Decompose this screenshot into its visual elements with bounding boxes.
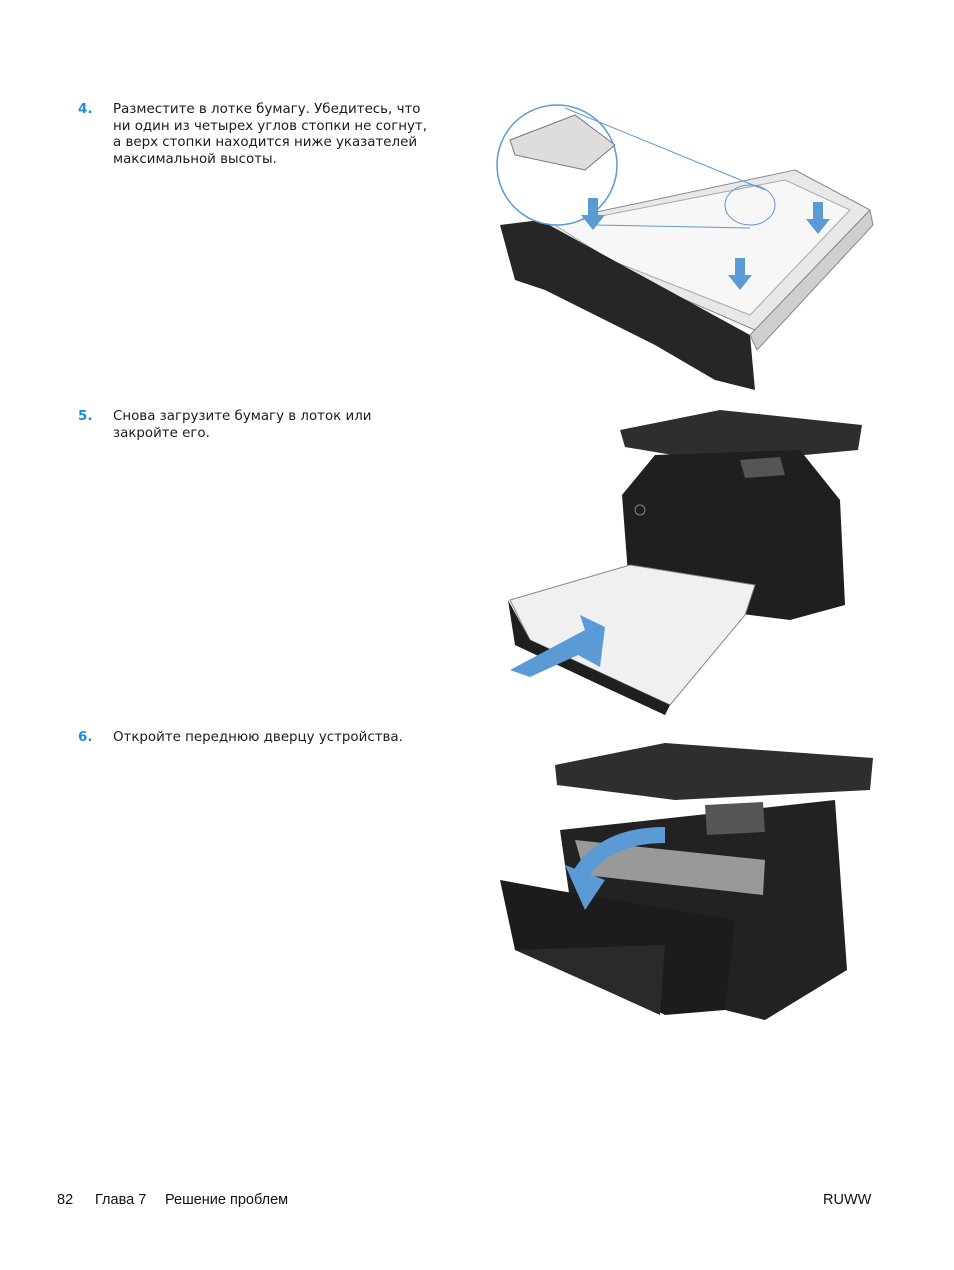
- text-line: закройте его.: [113, 425, 210, 441]
- step-text: Снова загрузите бумагу в лоток или закро…: [113, 409, 473, 442]
- printer-front-door-illustration: [500, 743, 873, 1020]
- text-line: Откройте переднюю дверцу устройства.: [113, 730, 403, 745]
- push-arrow-icon: [510, 615, 605, 677]
- control-panel-screen: [705, 802, 765, 835]
- open-door-arrow-icon: [573, 827, 666, 880]
- footer-chapter: Глава 7: [95, 1192, 147, 1208]
- step-text: Разместите в лотке бумагу. Убедитесь, чт…: [113, 102, 473, 168]
- printer-tray-insert-illustration: [508, 410, 862, 715]
- step-number: 5.: [78, 409, 93, 424]
- down-arrow-icon: [581, 198, 830, 290]
- control-panel-screen: [740, 457, 785, 478]
- step-text: Откройте переднюю дверцу устройства.: [113, 730, 473, 747]
- text-line: Снова загрузите бумагу в лоток или: [113, 409, 372, 424]
- step-number: 6.: [78, 730, 93, 745]
- text-line: Разместите в лотке бумагу. Убедитесь, чт…: [113, 102, 421, 117]
- step-number: 4.: [78, 102, 93, 117]
- paper-tray-illustration: [496, 104, 874, 390]
- hp-logo: [634, 504, 646, 516]
- footer-locale: RUWW: [823, 1192, 872, 1208]
- text-line: а верх стопки находится ниже указателей: [113, 135, 418, 150]
- footer-section: Решение проблем: [165, 1192, 289, 1208]
- footer-page-number: 82: [57, 1192, 74, 1208]
- text-line: ни один из четырех углов стопки не согну…: [113, 118, 427, 134]
- text-line: максимальной высоты.: [113, 151, 277, 167]
